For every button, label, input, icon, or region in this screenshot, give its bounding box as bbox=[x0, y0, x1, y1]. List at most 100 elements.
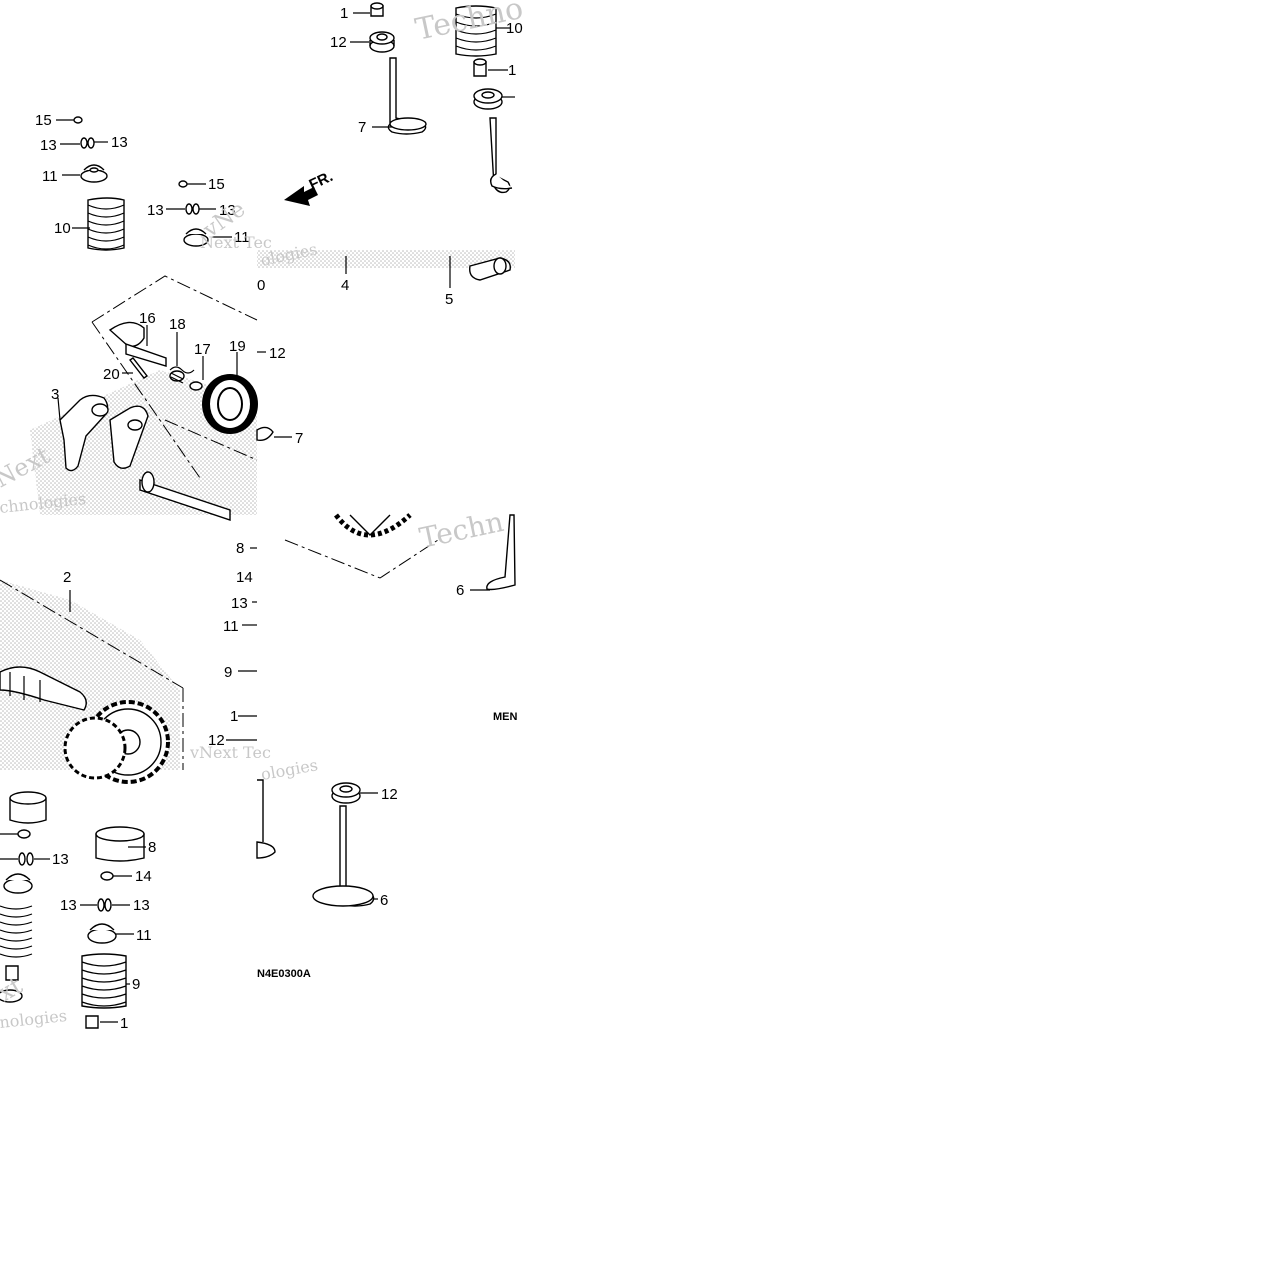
tile-lower-gear-box: 6 MEN bbox=[284, 513, 518, 723]
retainer-15-mid[interactable] bbox=[178, 180, 188, 188]
bearing-19[interactable] bbox=[202, 374, 258, 434]
callout-1: 1 bbox=[340, 5, 348, 22]
cotter-14[interactable] bbox=[100, 871, 114, 881]
valve-6[interactable] bbox=[486, 514, 516, 591]
callout-5: 5 bbox=[445, 291, 453, 308]
callout-13-f: 13 bbox=[133, 897, 150, 914]
spring-retainer-11-mid[interactable] bbox=[183, 228, 209, 247]
cotter-pair-13[interactable] bbox=[80, 137, 95, 149]
shim-8[interactable] bbox=[95, 826, 145, 862]
valve-spring-left[interactable] bbox=[0, 905, 33, 958]
callout-15: 15 bbox=[35, 112, 52, 129]
callout-0: 0 bbox=[257, 277, 265, 294]
callout-13-d: 13 bbox=[52, 851, 69, 868]
shim-8-left[interactable] bbox=[9, 791, 47, 824]
camshaft-2[interactable] bbox=[0, 666, 87, 711]
spring-retainer-11[interactable] bbox=[80, 164, 108, 183]
spring-retainer-11-low[interactable] bbox=[87, 923, 117, 944]
callout-8: 8 bbox=[236, 540, 244, 557]
callout-1-c: 1 bbox=[230, 708, 238, 725]
camshaft-5[interactable] bbox=[469, 257, 511, 281]
callout-9: 9 bbox=[224, 664, 232, 681]
decomp-spring-18[interactable] bbox=[169, 366, 195, 384]
callout-1-d: 1 bbox=[120, 1015, 128, 1032]
rocker-arm-3[interactable] bbox=[59, 394, 149, 472]
watermark-11: nologies bbox=[0, 1006, 68, 1032]
callout-11-d: 11 bbox=[136, 927, 152, 944]
callout-13-b: 13 bbox=[111, 134, 128, 151]
tile-bottom-valve: 12 6 N4E0300A bbox=[256, 779, 398, 980]
valve-stem-seal-right[interactable] bbox=[473, 88, 503, 110]
valve-stem-seal-12[interactable] bbox=[369, 31, 395, 53]
tile-camshaft-gear: 2 8 14 13 11 9 1 12 bbox=[0, 540, 257, 784]
pin-20[interactable] bbox=[128, 357, 149, 379]
callout-8-b: 8 bbox=[148, 839, 156, 856]
valve-cotter-1-right[interactable] bbox=[473, 58, 487, 77]
cam-sprocket-gear[interactable] bbox=[63, 700, 170, 784]
callout-6-b: 6 bbox=[380, 892, 388, 909]
callout-13-mid-b: 13 bbox=[219, 202, 236, 219]
callout-13-c: 13 bbox=[231, 595, 248, 612]
valve-stem-partial bbox=[257, 779, 264, 842]
spring-retainer-left[interactable] bbox=[3, 873, 33, 894]
callout-19: 19 bbox=[229, 338, 246, 355]
valve-partial[interactable] bbox=[256, 841, 276, 859]
tile-decomp-assembly: 16 20 18 17 19 12 bbox=[30, 275, 303, 521]
callout-10-left: 10 bbox=[54, 220, 71, 237]
watermark-8: vNext Tec bbox=[189, 743, 271, 762]
callout-14: 14 bbox=[236, 569, 253, 586]
callout-11-mid: 11 bbox=[234, 229, 250, 246]
valve-spring-10-left[interactable] bbox=[87, 197, 125, 251]
valve-right[interactable] bbox=[489, 117, 513, 194]
gear-edge[interactable] bbox=[334, 513, 412, 538]
callout-13-mid: 13 bbox=[147, 202, 164, 219]
callout-11-c: 11 bbox=[223, 618, 239, 635]
cotter-pair-13-right[interactable] bbox=[97, 898, 112, 912]
code-figure: N4E0300A bbox=[257, 968, 311, 980]
callout-12: 12 bbox=[330, 34, 347, 51]
gear-spokes bbox=[349, 514, 391, 536]
front-label: FR. bbox=[307, 168, 336, 194]
callout-7: 7 bbox=[358, 119, 366, 136]
callout-12-b: 12 bbox=[269, 345, 286, 362]
watermark-3: Next Tec bbox=[200, 233, 272, 252]
callout-4: 4 bbox=[341, 277, 349, 294]
callout-12-d: 12 bbox=[381, 786, 398, 803]
valve-spring-9[interactable] bbox=[81, 953, 127, 1009]
valve-7[interactable] bbox=[387, 57, 427, 135]
valve-cotter-1[interactable] bbox=[370, 2, 384, 17]
callout-17: 17 bbox=[194, 341, 211, 358]
front-direction-arrow: FR. bbox=[284, 168, 336, 206]
callout-9-b: 9 bbox=[132, 976, 140, 993]
seal-left-low[interactable] bbox=[0, 989, 23, 1003]
callout-20: 20 bbox=[103, 366, 120, 383]
cotter-left-low[interactable] bbox=[5, 965, 19, 981]
callout-13: 13 bbox=[40, 137, 57, 154]
pin-17[interactable] bbox=[189, 381, 203, 391]
callout-3: 3 bbox=[51, 386, 59, 403]
watermark-7: Techn bbox=[417, 505, 507, 555]
tile-bottom-valvetrain: 13 8 14 13 13 11 bbox=[0, 791, 156, 1032]
callout-12-c: 12 bbox=[208, 732, 225, 749]
valve-spring-10[interactable] bbox=[455, 5, 497, 57]
valve-6-low[interactable] bbox=[312, 805, 375, 907]
code-men: MEN bbox=[493, 711, 518, 723]
camshaft-stub[interactable] bbox=[139, 471, 231, 521]
callout-2: 2 bbox=[63, 569, 71, 586]
watermark-10: xt bbox=[0, 971, 27, 1007]
cotter-pair-13-low[interactable] bbox=[18, 852, 34, 866]
decompressor-weight-16[interactable] bbox=[108, 321, 167, 367]
callout-18: 18 bbox=[169, 316, 186, 333]
watermark-group: Techno vNe Next Tec ologies Next chnolog… bbox=[0, 0, 526, 1032]
retainer-15[interactable] bbox=[73, 116, 83, 124]
callout-11: 11 bbox=[42, 168, 58, 185]
callout-13-e: 13 bbox=[60, 897, 77, 914]
callout-16: 16 bbox=[139, 310, 156, 327]
cotter-14-left[interactable] bbox=[17, 829, 31, 839]
valve-stem-seal-12-low[interactable] bbox=[331, 782, 361, 804]
callout-14-b: 14 bbox=[135, 868, 152, 885]
cotter-1-low[interactable] bbox=[85, 1015, 99, 1029]
cotter-pair-13-mid[interactable] bbox=[185, 203, 200, 215]
valve-7-lower[interactable] bbox=[256, 426, 274, 442]
